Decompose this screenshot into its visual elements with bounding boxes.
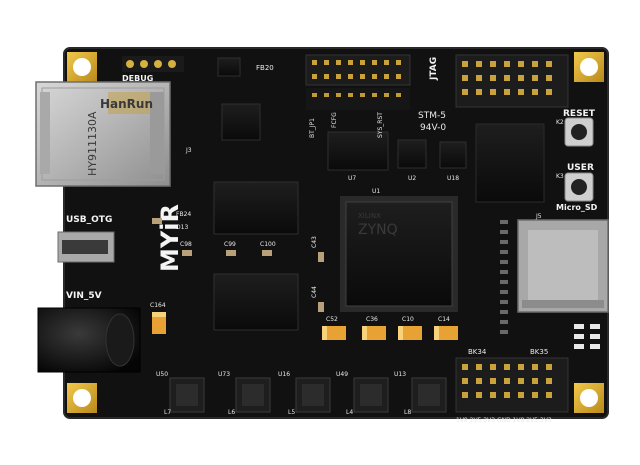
inductor-l5: L5 (288, 409, 295, 416)
bt-jp1-label: BT_JP1 (309, 118, 316, 138)
k2-label: K2 (556, 119, 564, 126)
ethernet-jack: HanRun HY911130A (35, 81, 171, 187)
cap-label-c14: C14 (438, 316, 450, 323)
mounting-hole-br (574, 383, 604, 413)
cap-label-c52: C52 (326, 316, 338, 323)
bottom-headers (455, 357, 569, 413)
ethernet-part: HY911130A (86, 111, 99, 176)
part-u16: U16 (278, 371, 290, 378)
cap-label-c36: C36 (366, 316, 378, 323)
fpga-name: ZYNQ (358, 222, 398, 238)
fcfg-label: FCFG (331, 112, 338, 128)
ceramic-caps (152, 218, 324, 312)
resistor-column (500, 220, 508, 334)
bk35-label: BK35 (530, 348, 548, 356)
mounting-hole-tr (574, 52, 604, 82)
part-u50: U50 (156, 371, 168, 378)
k3-label: K3 (556, 173, 564, 180)
vin-label: VIN_5V (66, 291, 102, 301)
reset-button[interactable] (564, 117, 594, 147)
ic-u18 (439, 141, 467, 169)
j3-label: J3 (185, 147, 192, 154)
tantalum-caps (152, 312, 458, 340)
fb24-label: FB24 (176, 211, 191, 218)
bk34-label: BK34 (468, 348, 487, 356)
inductor-l6: L6 (228, 409, 235, 416)
debug-label: DEBUG (122, 74, 153, 83)
cap-label-c44: C44 (311, 286, 318, 298)
part-u73: U73 (218, 371, 230, 378)
ethernet-brand: HanRun (100, 97, 153, 111)
sys-rst-label: SYS_RST (377, 112, 384, 138)
part-u13: U13 (394, 371, 406, 378)
u2-label: U2 (408, 175, 416, 182)
debug-header: DEBUG (122, 56, 184, 83)
cap-label-c43: C43 (311, 236, 318, 248)
jtag-label: JTAG (429, 57, 439, 81)
u1-label: U1 (372, 188, 380, 195)
user-button[interactable] (564, 172, 594, 202)
ic-small-top (217, 57, 241, 77)
part-u49: U49 (336, 371, 348, 378)
user-label: USER (567, 163, 594, 173)
cap-label-c164: C164 (150, 302, 166, 309)
ddr-chip-upper (213, 181, 299, 235)
cap-label-c100: C100 (260, 241, 276, 248)
brand-logo: MYiR (156, 204, 184, 272)
pcb-board (64, 48, 608, 418)
ic-u7 (327, 131, 389, 171)
micro-sd-label: Micro_SD (556, 203, 598, 212)
cap-label-c98: C98 (180, 241, 192, 248)
stm-label: STM-5 (418, 111, 446, 121)
j5-label: J5 (535, 213, 542, 220)
header-j26 (305, 54, 411, 110)
inductor-l7: L7 (164, 409, 171, 416)
zynq-fpga: XILINX ZYNQ (340, 196, 458, 312)
jtag-header: JTAG (429, 54, 569, 108)
cap-label-c99: C99 (224, 241, 236, 248)
rating-label: 94V-0 (420, 123, 446, 133)
status-leds (574, 324, 600, 349)
mounting-hole-bl (67, 383, 97, 413)
usb-otg-label: USB_OTG (66, 215, 112, 225)
cap-label-c10: C10 (402, 316, 414, 323)
fb20-label: FB20 (256, 64, 274, 72)
ddr-chip-lower (213, 273, 299, 331)
u18-label: U18 (447, 175, 459, 182)
usb-otg-port[interactable] (57, 231, 115, 263)
power-barrel-jack[interactable] (37, 307, 141, 373)
fpga-brand: XILINX (358, 212, 381, 220)
ic-u44 (221, 103, 261, 141)
ic-u2 (397, 139, 427, 169)
flash-chip (475, 123, 545, 203)
mounting-hole-tl (67, 52, 97, 82)
d13-label: D13 (176, 224, 188, 231)
reset-label: RESET (563, 109, 596, 119)
voltage-labels: 1V8 2V5 3V3 GND 1V8 2V5 3V3 (456, 417, 552, 424)
inductor-l4: L4 (346, 409, 353, 416)
inductor-l8: L8 (404, 409, 411, 416)
u7-label: U7 (348, 175, 356, 182)
micro-sd-slot[interactable] (517, 219, 609, 313)
regulator-row (169, 377, 447, 413)
